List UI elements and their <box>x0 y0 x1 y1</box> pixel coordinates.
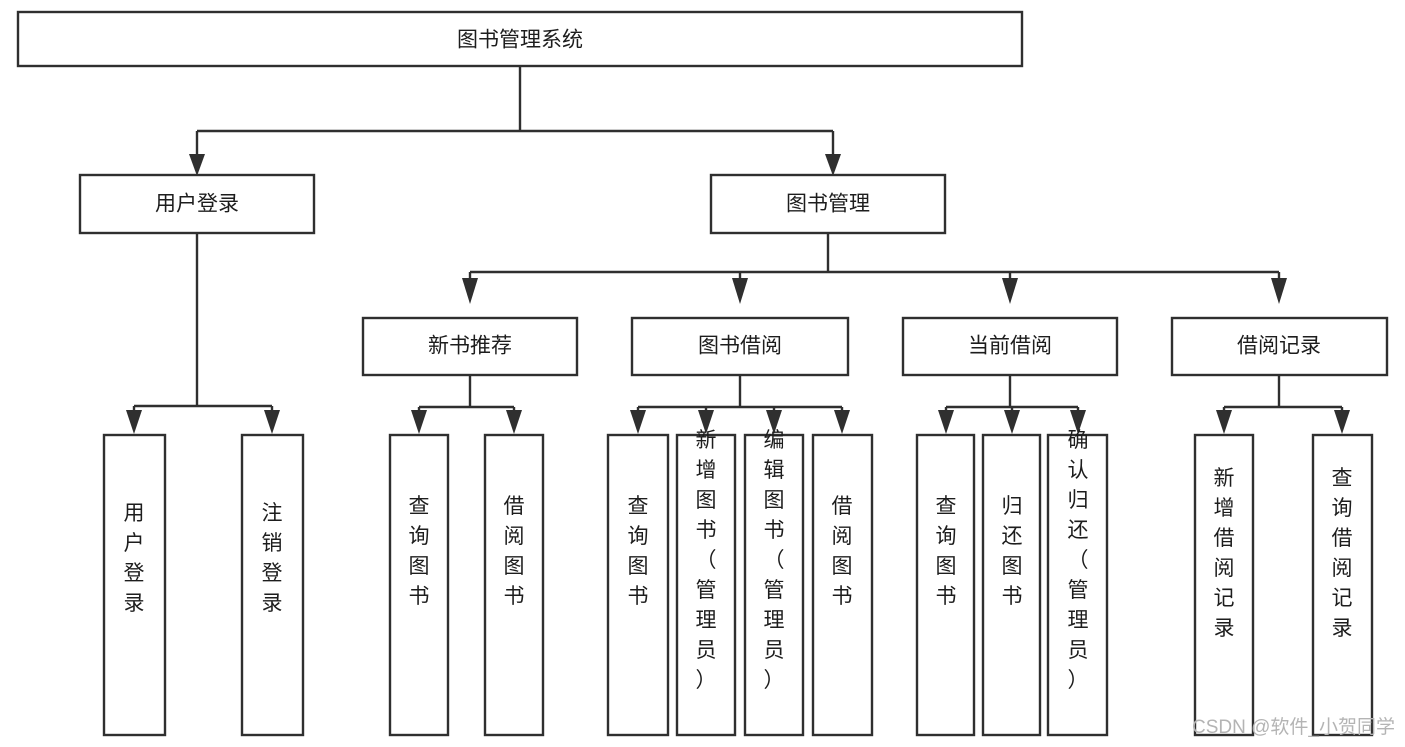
leaf-current-2-label: 确认归还（管理员） <box>1068 429 1089 692</box>
node-新书推荐[interactable]: 新书推荐 <box>361 316 579 377</box>
leaf-record-0-label: 新增借阅记录 <box>1214 467 1235 640</box>
leaf-newbook-0-label: 查询图书 <box>409 495 430 608</box>
leaf-borrow-1-box[interactable] <box>675 433 737 737</box>
leaf-userlogin-1-label: 注销登录 <box>262 502 283 615</box>
arrow-head-current-leaf-3 <box>1070 410 1086 434</box>
node-借阅记录[interactable]: 借阅记录 <box>1170 316 1389 377</box>
node-level3-1-box[interactable] <box>630 316 850 377</box>
arrow-head-current-leaf-2 <box>1004 410 1020 434</box>
node-level2-0-label: 用户登录 <box>155 193 239 216</box>
leaf-node-borrow-借阅图书[interactable]: 借阅图书 <box>811 433 874 737</box>
arrow-head-leaf-user-login <box>126 410 142 434</box>
leaf-node-current-归还图书[interactable]: 归还图书 <box>981 433 1042 737</box>
leaf-current-2-box[interactable] <box>1046 433 1109 737</box>
leaf-current-0-label: 查询图书 <box>936 495 957 608</box>
leaf-node-record-新增借阅记录[interactable]: 新增借阅记录 <box>1193 433 1255 737</box>
node-level3-3-box[interactable] <box>1170 316 1389 377</box>
arrow-head-book-borrow <box>732 278 748 304</box>
leaf-node-current-查询图书[interactable]: 查询图书 <box>915 433 976 737</box>
node-level3-2-box[interactable] <box>901 316 1119 377</box>
arrow-head-current-borrow <box>1002 278 1018 304</box>
node-用户登录[interactable]: 用户登录 <box>78 173 316 235</box>
leaf-current-1-label: 归还图书 <box>1002 495 1023 608</box>
arrow-head-newbook-leaf-1 <box>411 410 427 434</box>
csdn-watermark: CSDN @软件_小贺同学 <box>1192 716 1395 738</box>
arrow-head-borrow-leaf-4 <box>834 410 850 434</box>
arrow-head-leaf-logout <box>264 410 280 434</box>
leaf-newbook-1-label: 借阅图书 <box>504 495 525 608</box>
leaf-borrow-3-label: 借阅图书 <box>832 495 853 608</box>
leaf-userlogin-0-label: 用户登录 <box>124 502 145 615</box>
leaf-node-current-确认归还[interactable]: 确认归还（管理员） <box>1046 429 1109 737</box>
leaf-borrow-2-box[interactable] <box>743 433 805 737</box>
leaf-newbook-1-box[interactable] <box>483 433 545 737</box>
node-level2-1-label: 图书管理 <box>786 193 870 216</box>
leaf-node-newbook-借阅图书[interactable]: 借阅图书 <box>483 433 545 737</box>
leaf-record-1-box[interactable] <box>1311 433 1374 737</box>
node-当前借阅[interactable]: 当前借阅 <box>901 316 1119 377</box>
arrow-head-borrow-leaf-1 <box>630 410 646 434</box>
node-level3-2-label: 当前借阅 <box>968 335 1052 358</box>
arrow-head-book-manage <box>825 154 841 176</box>
arrow-head-borrow-leaf-3 <box>766 410 782 434</box>
leaf-borrow-0-label: 查询图书 <box>628 495 649 608</box>
arrow-head-borrow-leaf-2 <box>698 410 714 434</box>
node-level3-0-label: 新书推荐 <box>428 335 512 358</box>
node-root-label: 图书管理系统 <box>457 29 583 52</box>
connector-layer <box>126 66 1350 434</box>
arrow-head-record-leaf-1 <box>1216 410 1232 434</box>
node-root-box[interactable] <box>16 10 1024 68</box>
leaf-current-1-box[interactable] <box>981 433 1042 737</box>
leaf-node-borrow-查询图书[interactable]: 查询图书 <box>606 433 670 737</box>
leaf-node-newbook-查询图书[interactable]: 查询图书 <box>388 433 450 737</box>
arrow-head-new-book <box>462 278 478 304</box>
node-level3-3-label: 借阅记录 <box>1237 335 1321 358</box>
leaf-borrow-2-label: 编辑图书（管理员） <box>764 429 785 692</box>
node-图书借阅[interactable]: 图书借阅 <box>630 316 850 377</box>
leaf-node-borrow-编辑图书[interactable]: 编辑图书（管理员） <box>743 429 805 737</box>
node-level2-0-box[interactable] <box>78 173 316 235</box>
node-root-图书管理系统[interactable]: 图书管理系统 <box>16 10 1024 68</box>
node-level3-0-box[interactable] <box>361 316 579 377</box>
arrow-head-current-leaf-1 <box>938 410 954 434</box>
leaf-node-注销登录[interactable]: 注销登录 <box>240 433 305 737</box>
arrow-head-borrow-record <box>1271 278 1287 304</box>
leaf-record-1-label: 查询借阅记录 <box>1332 467 1353 640</box>
node-level2-1-box[interactable] <box>709 173 947 235</box>
leaf-borrow-1-label: 新增图书（管理员） <box>696 429 717 692</box>
arrow-head-newbook-leaf-2 <box>506 410 522 434</box>
leaf-record-0-box[interactable] <box>1193 433 1255 737</box>
node-图书管理[interactable]: 图书管理 <box>709 173 947 235</box>
leaf-borrow-0-box[interactable] <box>606 433 670 737</box>
arrow-head-record-leaf-2 <box>1334 410 1350 434</box>
leaf-current-0-box[interactable] <box>915 433 976 737</box>
leaf-node-record-查询借阅记录[interactable]: 查询借阅记录 <box>1311 433 1374 737</box>
node-level3-1-label: 图书借阅 <box>698 335 782 358</box>
arrow-head-user-login <box>189 154 205 176</box>
leaf-userlogin-0-box[interactable] <box>102 433 167 737</box>
leaf-userlogin-1-box[interactable] <box>240 433 305 737</box>
leaf-newbook-0-box[interactable] <box>388 433 450 737</box>
leaf-borrow-3-box[interactable] <box>811 433 874 737</box>
leaf-node-用户登录[interactable]: 用户登录 <box>102 433 167 737</box>
leaf-node-borrow-新增图书[interactable]: 新增图书（管理员） <box>675 429 737 737</box>
